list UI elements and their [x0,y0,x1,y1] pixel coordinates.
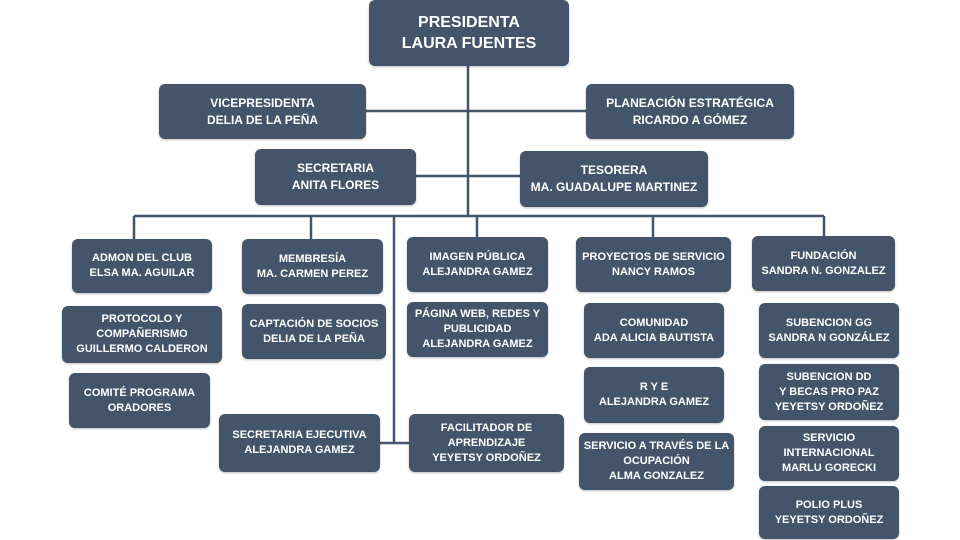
subencion-gg-box: SUBENCION GG SANDRA N GONZÁLEZ [759,303,899,358]
servicio-ocupacion-line3: ALMA GONZALEZ [609,470,704,482]
subencion-gg-title: SUBENCION GG [785,316,873,329]
secretary-box: SECRETARIA ANITA FLORES [255,149,416,205]
servicio-int-line1: SERVICIO [802,432,856,444]
facilitador-box: FACILITADOR DE APRENDIZAJE YEYETSY ORDOÑ… [409,414,564,472]
secretary-title: SECRETARIA [296,161,375,175]
comite-line2: ORADORES [107,401,172,414]
protocolo-line1: PROTOCOLO Y [101,313,183,325]
pagina-web-line3: ALEJANDRA GAMEZ [422,338,533,350]
protocolo-line2: COMPAÑERISMO [96,328,188,340]
subencion-dd-line1: SUBENCION DD [786,370,872,383]
subencion-dd-box: SUBENCION DD Y BECAS PRO PAZ YEYETSY ORD… [759,364,899,420]
fundacion-name: SANDRA N. GONZALEZ [761,264,886,277]
facilitador-line3: YEYETSY ORDOÑEZ [432,451,541,464]
treasurer-title: TESORERA [580,163,648,177]
rye-name: ALEJANDRA GAMEZ [598,396,710,408]
treasurer-box: TESORERA MA. GUADALUPE MARTINEZ [520,151,708,207]
sec-ejecutiva-name: ALEJANDRA GAMEZ [244,444,355,456]
rye-box: R Y E ALEJANDRA GAMEZ [584,367,724,423]
pagina-web-box: PÁGINA WEB, REDES Y PUBLICIDAD ALEJANDRA… [407,302,548,357]
servicio-ocupacion-line2: OCUPACIÓN [623,455,690,467]
admon-title: ADMON DEL CLUB [91,252,192,264]
servicio-int-line3: MARLU GORECKI [781,462,877,474]
treasurer-name: MA. GUADALUPE MARTINEZ [530,180,698,194]
rye-title: R Y E [639,381,669,393]
secretary-name: ANITA FLORES [291,178,380,192]
president-box: PRESIDENTA LAURA FUENTES [369,0,569,66]
president-title: PRESIDENTA [418,14,520,31]
captacion-box: CAPTACIÓN DE SOCIOS DELIA DE LA PEÑA [242,304,386,359]
vice-title: VICEPRESIDENTA [210,95,315,110]
captacion-name: DELIA DE LA PEÑA [263,332,365,345]
comunidad-box: COMUNIDAD ADA ALICIA BAUTISTA [584,303,724,358]
proyectos-name: NANCY RAMOS [612,265,695,278]
admon-box: ADMON DEL CLUB ELSA MA. AGUILAR [72,239,212,293]
comunidad-name: ADA ALICIA BAUTISTA [593,331,715,344]
subencion-dd-line3: YEYETSY ORDOÑEZ [774,400,884,413]
fundacion-title: FUNDACIÓN [790,249,857,262]
subencion-dd-line2: Y BECAS PRO PAZ [779,385,879,398]
servicio-int-box: SERVICIO INTERNACIONAL MARLU GORECKI [759,426,899,481]
captacion-title: CAPTACIÓN DE SOCIOS [249,317,379,330]
servicio-int-line2: INTERNACIONAL [783,447,875,459]
polio-title: POLIO PLUS [795,498,863,511]
membresia-title: MEMBRESÍA [278,252,347,265]
protocolo-line3: GUILLERMO CALDERON [76,343,208,355]
president-name: LAURA FUENTES [401,35,537,52]
sec-ejecutiva-title: SECRETARIA EJECUTIVA [232,429,367,441]
membresia-box: MEMBRESÍA MA. CARMEN PEREZ [242,239,383,294]
planning-name: RICARDO A GÓMEZ [632,112,748,127]
facilitador-line2: APRENDIZAJE [447,436,526,449]
subencion-gg-name: SANDRA N GONZÁLEZ [768,331,890,344]
protocolo-box: PROTOCOLO Y COMPAÑERISMO GUILLERMO CALDE… [62,306,222,363]
fundacion-box: FUNDACIÓN SANDRA N. GONZALEZ [752,236,895,291]
sec-ejecutiva-box: SECRETARIA EJECUTIVA ALEJANDRA GAMEZ [219,414,380,472]
pagina-web-line1: PÁGINA WEB, REDES Y [414,308,541,320]
vice-box: VICEPRESIDENTA DELIA DE LA PEÑA [159,84,366,139]
membresia-name: MA. CARMEN PEREZ [256,267,369,280]
comunidad-title: COMUNIDAD [619,316,689,329]
proyectos-title: PROYECTOS DE SERVICIO [582,250,725,263]
servicio-ocupacion-line1: SERVICIO A TRAVÉS DE LA [583,440,730,452]
facilitador-line1: FACILITADOR DE [440,421,533,434]
polio-name: YEYETSY ORDOÑEZ [774,513,884,526]
vice-name: DELIA DE LA PEÑA [206,112,319,127]
comite-line1: COMITÉ PROGRAMA [83,386,196,399]
planning-box: PLANEACIÓN ESTRATÉGICA RICARDO A GÓMEZ [586,84,794,139]
comite-box: COMITÉ PROGRAMA ORADORES [69,373,210,428]
polio-box: POLIO PLUS YEYETSY ORDOÑEZ [759,486,899,539]
proyectos-box: PROYECTOS DE SERVICIO NANCY RAMOS [576,237,731,292]
imagen-box: IMAGEN PÚBLICA ALEJANDRA GAMEZ [407,237,548,292]
admon-name: ELSA MA. AGUILAR [89,267,195,279]
pagina-web-line2: PUBLICIDAD [443,323,512,335]
planning-title: PLANEACIÓN ESTRATÉGICA [606,95,774,110]
servicio-ocupacion-box: SERVICIO A TRAVÉS DE LA OCUPACIÓN ALMA G… [579,433,734,490]
imagen-name: ALEJANDRA GAMEZ [422,265,533,278]
imagen-title: IMAGEN PÚBLICA [429,250,526,263]
